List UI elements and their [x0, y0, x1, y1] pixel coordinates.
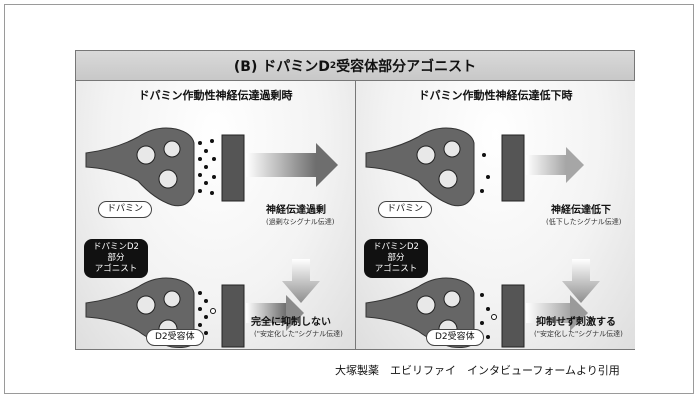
dopamine-dots-sparse [480, 153, 490, 193]
deficit-main-label: 神経伝達低下 [551, 205, 611, 216]
title-prefix: (B) ドパミンD [233, 58, 330, 75]
agonist-line1-right: ドパミンD2部分 [373, 242, 419, 263]
partial-agonist-box-left: ドパミンD2部分 アゴニスト [84, 239, 148, 278]
signal-arrow-stabilized [246, 295, 304, 331]
down-arrow-excess [282, 259, 320, 303]
panel-excess: ドパミン作動性神経伝達過剰時 [76, 81, 356, 349]
agonist-line2-left: アゴニスト [94, 264, 138, 274]
d2-receptor-label-right: D2受容体 [426, 329, 484, 346]
postsynaptic-receptor-lower-right [501, 284, 525, 348]
postsynaptic-receptor-lower [221, 284, 245, 348]
presynaptic-neuron-upper-right [365, 127, 475, 207]
agonist-line2-right: アゴニスト [374, 264, 418, 274]
signal-arrow-strong [246, 143, 338, 187]
postsynaptic-receptor-upper [221, 134, 245, 202]
deficit-sub-label: (低下したシグナル伝達) [546, 218, 622, 226]
d2-receptor-label-left: D2受容体 [146, 329, 204, 346]
agonist-dots-lower [198, 291, 216, 335]
stabilized-sub-label-right: ("安定化した"シグナル伝達) [534, 330, 623, 338]
excess-main-label: 神経伝達過剰 [266, 205, 326, 216]
title-subscript: 2 [329, 60, 337, 71]
source-citation: 大塚製薬 エビリファイ インタビューフォームより引用 [335, 364, 620, 377]
signal-arrow-weak [526, 147, 584, 183]
agonist-line1-left: ドパミンD2部分 [93, 242, 139, 263]
down-arrow-deficit [562, 259, 600, 303]
dopamine-label-left: ドパミン [98, 201, 153, 218]
stabilized-sub-label-left: ("安定化した"シグナル伝達) [254, 330, 343, 338]
dopamine-label-right: ドパミン [378, 201, 433, 218]
partial-agonist-box-right: ドパミンD2部分 アゴニスト [364, 239, 428, 278]
stimulates-label: 抑制せず刺激する [536, 317, 616, 328]
panel-excess-drawing [85, 127, 338, 348]
excess-sub-label: (過剰なシグナル伝達) [266, 218, 335, 226]
not-fully-suppressed-label: 完全に抑制しない [251, 317, 331, 328]
presynaptic-neuron-upper [85, 127, 195, 207]
panel-deficit: ドパミン作動性神経伝達低下時 [356, 81, 635, 349]
panel-heading-deficit: ドパミン作動性神経伝達低下時 [418, 89, 573, 102]
signal-arrow-stimulated [526, 295, 588, 331]
agonist-dots-lower-right [480, 293, 497, 339]
postsynaptic-receptor-upper-right [501, 134, 525, 202]
dopamine-dots-upper [198, 139, 216, 195]
title-suffix: 受容体部分アゴニスト [336, 58, 477, 75]
panel-heading-excess: ドパミン作動性神経伝達過剰時 [138, 89, 293, 102]
